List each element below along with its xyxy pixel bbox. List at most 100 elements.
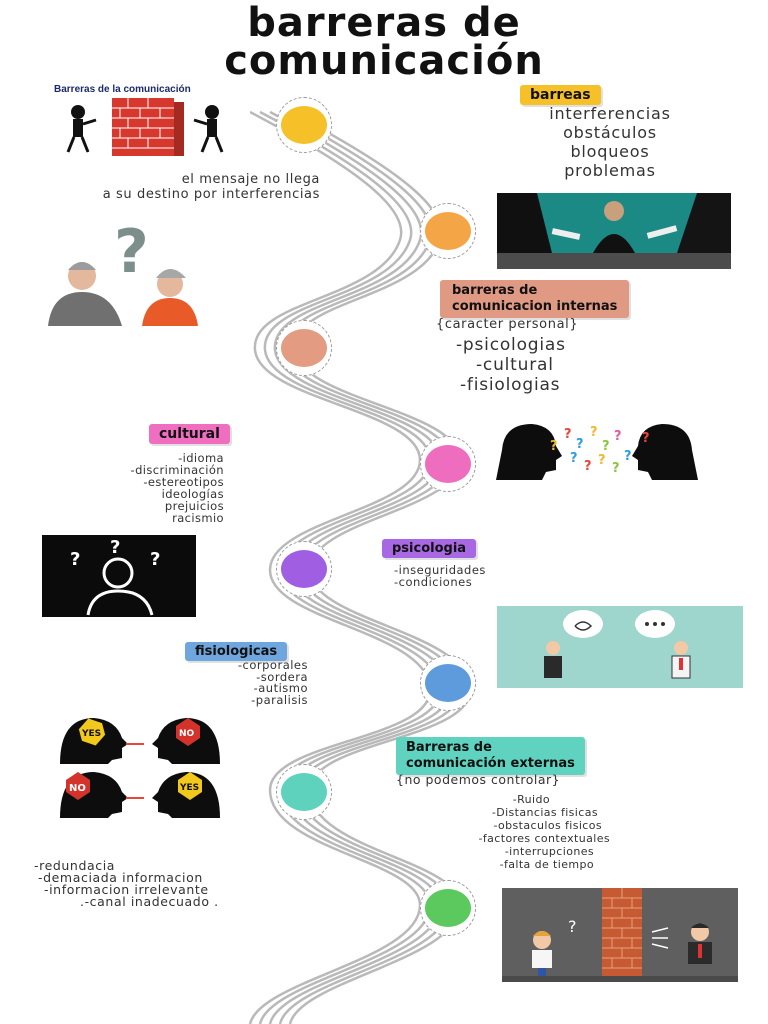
svg-text:?: ? — [576, 437, 584, 452]
psicologia-tag: psicologia — [382, 539, 477, 558]
cultural-tag: cultural — [149, 424, 230, 444]
confused-businessmen-image — [497, 606, 743, 688]
meeting-illustration — [497, 193, 731, 269]
yes-sign-left: YES — [81, 729, 101, 739]
intro-text-line1: el mensaje no llega — [181, 172, 320, 187]
dot-fill — [281, 106, 327, 144]
fisiologicas-item: -sordera — [256, 669, 308, 684]
svg-text:?: ? — [150, 549, 160, 570]
barreas-item: problemas — [564, 161, 656, 180]
svg-text:?: ? — [598, 453, 606, 468]
internas-item: -fisiologias — [460, 375, 561, 395]
cultural-list: -idioma -discriminación -estereotipos id… — [60, 452, 224, 524]
dot-fill — [425, 889, 471, 927]
page-title-line2: comunicación — [224, 38, 544, 84]
externas-tag-line1: Barreras de — [406, 740, 492, 755]
cultural-item: racismio — [172, 511, 224, 525]
redundancia-list: -redundacia -demaciada informacion -info… — [28, 858, 219, 909]
dot-fill — [425, 664, 471, 702]
cultural-item: -estereotipos — [143, 475, 224, 489]
svg-text:?: ? — [624, 449, 632, 464]
barreas-item: interferencias — [549, 104, 671, 123]
wall-and-people-illustration — [66, 98, 224, 156]
svg-text:?: ? — [564, 427, 572, 442]
dot-fill — [425, 445, 471, 483]
yes-sign-right: YES — [179, 783, 199, 793]
intro-text-line2: a su destino por interferencias — [102, 187, 320, 202]
internas-list: -psicologias -cultural -fisiologias — [456, 335, 616, 395]
internas-item: -cultural — [476, 355, 554, 375]
intro-image-caption: Barreras de la comunicación — [54, 84, 191, 95]
externas-item: -obstaculos fisicos — [493, 819, 602, 832]
externas-item: -Distancias fisicas — [491, 806, 598, 819]
externas-tag-line2: comunicación externas — [406, 756, 575, 771]
wall-people-illustration: ? — [502, 888, 738, 982]
cultural-item: ideologías — [161, 487, 224, 501]
fisiologicas-tag: fisiologicas — [185, 642, 288, 661]
svg-text:?: ? — [114, 222, 149, 287]
svg-text:?: ? — [110, 537, 120, 558]
cultural-item: -discriminación — [130, 463, 224, 477]
barreas-item: obstáculos — [563, 123, 657, 142]
page-title-line1: barreras de — [247, 0, 521, 46]
intro-text: el mensaje no llega a su destino por int… — [0, 172, 320, 202]
externas-note: {no podemos controlar} — [396, 772, 561, 787]
externas-list: -Ruido -Distancias fisicas -obstaculos f… — [420, 793, 610, 871]
fisiologicas-item: -corporales — [237, 658, 308, 672]
fisiologicas-item: -autismo — [253, 681, 308, 695]
svg-text:?: ? — [550, 439, 558, 454]
externas-tag: Barreras de comunicación externas — [396, 737, 585, 775]
dot-fill — [281, 773, 327, 811]
cultural-heads-image: ?? ?? ?? ?? ?? ?? — [492, 420, 702, 482]
barreas-list: interferencias obstáculos bloqueos probl… — [510, 104, 710, 180]
fisiologicas-item: -paralisis — [251, 692, 308, 707]
svg-text:?: ? — [614, 429, 622, 444]
no-sign-left: NO — [69, 783, 86, 794]
thinking-person-icon: ? ? ? — [70, 537, 160, 616]
two-heads-question-illustration: ?? ?? ?? ?? ?? ?? — [496, 424, 698, 480]
redundancia-item: -demaciada informacion — [38, 870, 203, 885]
redundancia-item: -informacion irrelevante — [44, 882, 209, 897]
internas-item: -psicologias — [456, 335, 566, 355]
yes-no-heads-image: YES NO NO YES — [58, 714, 222, 822]
cultural-item: prejuicios — [164, 499, 224, 513]
externas-item: -falta de tiempo — [499, 858, 594, 871]
externas-item: -interrupciones — [504, 845, 594, 858]
barreas-item: bloqueos — [570, 142, 650, 161]
dot-fill — [425, 212, 471, 250]
timeline-dot-5 — [276, 541, 332, 597]
redundancia-item: .-canal inadecuado . — [80, 894, 219, 909]
internas-note: {caracter personal} — [436, 317, 579, 332]
meeting-photo — [497, 193, 731, 269]
svg-text:?: ? — [602, 439, 610, 454]
psicologia-item: -inseguridades — [394, 563, 486, 577]
cultural-item: -idioma — [178, 451, 224, 465]
psicologia-list: -inseguridades -condiciones — [394, 564, 486, 588]
timeline-dot-2 — [420, 203, 476, 259]
svg-text:?: ? — [590, 425, 598, 440]
dot-fill — [281, 329, 327, 367]
yes-no-heads-illustration: YES NO NO YES — [60, 718, 220, 818]
wall-between-people-image: ? — [502, 888, 738, 982]
timeline-dot-4 — [420, 436, 476, 492]
hearing-couple-image: ? — [42, 222, 202, 326]
timeline-dot-3 — [276, 320, 332, 376]
dot-fill — [281, 550, 327, 588]
thinking-person-image: ? ? ? — [42, 535, 196, 617]
psicologia-item: -condiciones — [394, 575, 473, 589]
no-sign-right: NO — [179, 729, 195, 739]
question-couple-illustration: ? — [48, 222, 198, 326]
svg-text:?: ? — [70, 549, 80, 570]
intro-wall-image: Barreras de la comunicación — [36, 82, 250, 166]
timeline-dot-6 — [420, 655, 476, 711]
svg-text:?: ? — [584, 459, 592, 474]
timeline-dot-7 — [276, 764, 332, 820]
fisiologicas-list: -corporales -sordera -autismo -paralisis — [150, 658, 308, 707]
svg-text:?: ? — [642, 431, 650, 446]
timeline-dot-1 — [276, 97, 332, 153]
businessmen-speech-illustration — [544, 610, 691, 679]
redundancia-item: -redundacia — [34, 858, 116, 873]
barreas-tag: barreas — [520, 85, 601, 105]
internas-tag-line1: barreras de — [452, 283, 538, 298]
internas-tag: barreras de comunicacion internas — [440, 280, 630, 318]
